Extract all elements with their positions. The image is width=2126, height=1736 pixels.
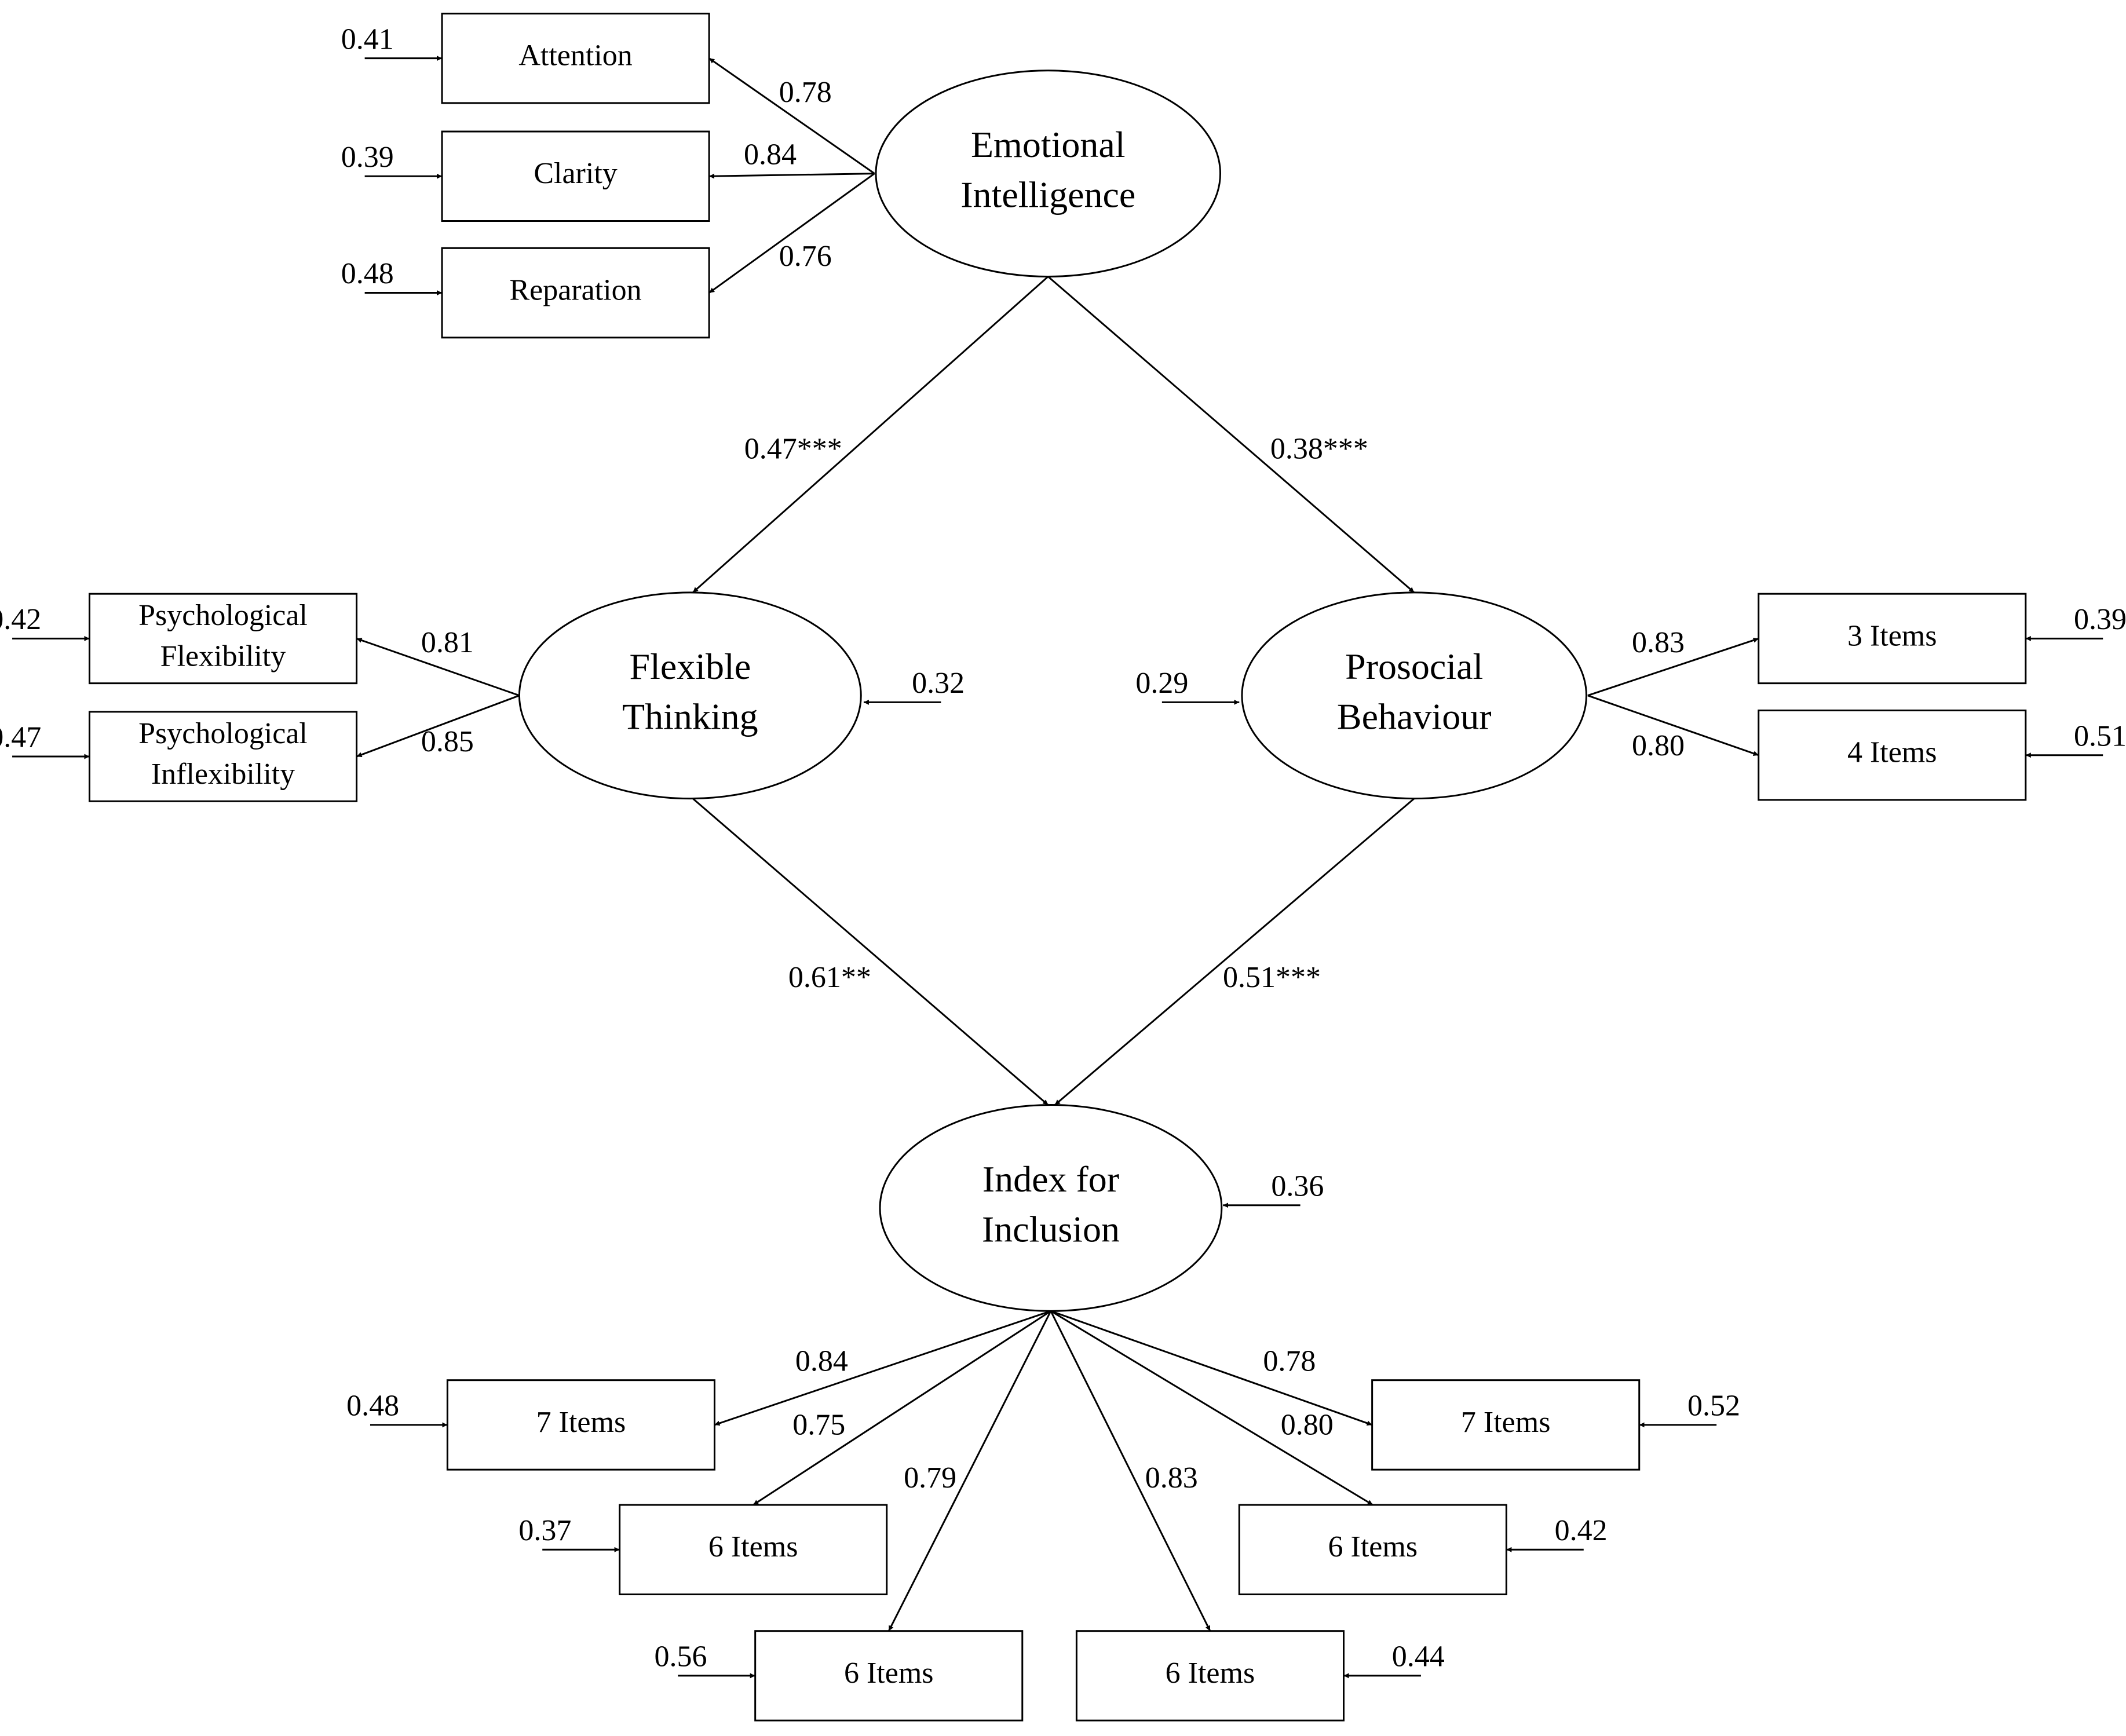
path-ft-ii-arrow: [692, 798, 1049, 1106]
error-clarity-value: 0.39: [341, 141, 394, 174]
latent-ii-ellipse: [879, 1104, 1223, 1312]
indicator-psych_flex-label-line-1: Psychological: [138, 599, 308, 632]
error-ii_b-value: 0.37: [518, 1514, 571, 1547]
error-attention-value: 0.41: [341, 23, 394, 56]
indicator-attention-box: [441, 12, 710, 104]
loading-ii_f-value: 0.78: [1263, 1345, 1316, 1378]
path-ft-ii-value: 0.61**: [788, 961, 871, 994]
path-pb-ii-value: 0.51***: [1223, 961, 1321, 994]
indicator-pb_3items-label-line-1: 3 Items: [1847, 619, 1937, 652]
loading-attention-arrow: [708, 57, 875, 174]
indicator-pb_3items-box: [1758, 593, 2027, 685]
loading-pb_3items-value: 0.83: [1632, 626, 1685, 659]
error-ii_d-value: 0.44: [1392, 1640, 1445, 1673]
residual-pb-value: 0.29: [1135, 667, 1188, 700]
error-psych_inflex-value: 0.47: [0, 721, 41, 754]
loading-pb_3items-arrow: [1587, 637, 1759, 697]
indicator-ii_d-box: [1075, 1630, 1345, 1722]
error-psych_flex-value: 0.42: [0, 603, 41, 636]
loading-pb_4items-arrow: [1587, 695, 1759, 756]
loading-ii_f-arrow: [1050, 1310, 1373, 1426]
loading-ii_b-value: 0.75: [792, 1409, 845, 1442]
loading-reparation-value: 0.76: [779, 240, 832, 273]
indicator-pb_4items-label-line-1: 4 Items: [1847, 736, 1937, 769]
latent-ei-label-line-2: Intelligence: [960, 174, 1135, 215]
latent-ft-label-line-1: Flexible: [629, 646, 751, 687]
loading-ii_e-value: 0.80: [1281, 1409, 1334, 1442]
indicator-pb_4items-box: [1758, 709, 2027, 801]
error-pb_4items-value: 0.51: [2074, 719, 2126, 752]
error-ii_e-value: 0.42: [1555, 1514, 1608, 1547]
loading-psych_inflex-value: 0.85: [421, 725, 474, 758]
loading-psych_inflex-arrow: [356, 695, 520, 758]
error-pb_3items-value: 0.39: [2074, 603, 2126, 636]
loading-pb_4items-value: 0.80: [1632, 729, 1685, 762]
indicator-psych_flex-label-line-2: Flexibility: [160, 639, 286, 673]
indicator-ii_b-label-line-1: 6 Items: [708, 1530, 798, 1563]
loading-reparation-arrow: [708, 173, 875, 294]
loading-ii_a-arrow: [714, 1310, 1051, 1426]
loading-ii_a-value: 0.84: [795, 1345, 848, 1378]
path-pb-ii-arrow: [1054, 798, 1415, 1106]
latent-pb-ellipse: [1241, 591, 1587, 800]
error-reparation-value: 0.48: [341, 257, 394, 290]
loading-ii_c-value: 0.79: [904, 1461, 956, 1494]
indicator-psych_flex-box: [88, 593, 358, 685]
indicator-psych_inflex-label-line-1: Psychological: [138, 717, 308, 750]
path-ei-ft-arrow: [692, 276, 1049, 593]
residual-ii-value: 0.36: [1271, 1169, 1324, 1203]
latent-ei-ellipse: [875, 70, 1222, 277]
loading-psych_flex-arrow: [356, 637, 520, 697]
indicator-clarity-box: [441, 130, 710, 222]
indicator-reparation-label-line-1: Reparation: [509, 273, 641, 306]
indicator-ii_c-box: [754, 1630, 1024, 1722]
latent-pb-label-line-2: Behaviour: [1337, 696, 1492, 737]
indicator-ii_a-box: [446, 1379, 715, 1471]
loading-ii_d-value: 0.83: [1145, 1461, 1198, 1494]
indicator-attention-label-line-1: Attention: [518, 39, 632, 72]
loading-clarity-arrow: [709, 173, 875, 179]
error-ii_c-value: 0.56: [654, 1640, 707, 1673]
indicator-reparation-box: [441, 247, 710, 339]
indicator-ii_e-label-line-1: 6 Items: [1328, 1530, 1418, 1563]
indicator-ii_f-label-line-1: 7 Items: [1461, 1406, 1551, 1439]
latent-ft-ellipse: [518, 591, 862, 800]
error-ii_f-value: 0.52: [1687, 1390, 1740, 1423]
indicator-psych_inflex-label-line-2: Inflexibility: [151, 758, 295, 791]
latent-ei-label-line-1: Emotional: [971, 124, 1126, 165]
latent-ft-label-line-2: Thinking: [622, 696, 758, 737]
path-ei-pb-value: 0.38***: [1270, 432, 1368, 465]
loading-psych_flex-value: 0.81: [421, 626, 474, 659]
indicator-ii_d-label-line-1: 6 Items: [1166, 1657, 1255, 1690]
path-ei-pb-arrow: [1047, 276, 1415, 593]
loading-clarity-value: 0.84: [744, 138, 797, 171]
indicator-ii_a-label-line-1: 7 Items: [536, 1406, 626, 1439]
loading-ii_b-arrow: [752, 1310, 1051, 1506]
loading-ii_e-arrow: [1050, 1310, 1374, 1506]
indicator-ii_e-box: [1238, 1504, 1507, 1595]
latent-pb-label-line-1: Prosocial: [1345, 646, 1483, 687]
indicator-ii_f-box: [1371, 1379, 1641, 1471]
indicator-psych_inflex-box: [88, 711, 358, 802]
indicator-ii_c-label-line-1: 6 Items: [844, 1657, 934, 1690]
indicator-ii_b-box: [619, 1504, 888, 1595]
loading-ii_d-arrow: [1050, 1310, 1211, 1632]
loading-attention-value: 0.78: [779, 76, 832, 109]
loading-ii_c-arrow: [887, 1310, 1052, 1632]
indicator-clarity-label-line-1: Clarity: [534, 157, 617, 190]
latent-ii-label-line-1: Index for: [982, 1158, 1119, 1200]
latent-ii-label-line-2: Inclusion: [982, 1208, 1120, 1249]
residual-ft-value: 0.32: [912, 667, 965, 700]
error-ii_a-value: 0.48: [346, 1390, 399, 1423]
path-ei-ft-value: 0.47***: [744, 432, 842, 465]
